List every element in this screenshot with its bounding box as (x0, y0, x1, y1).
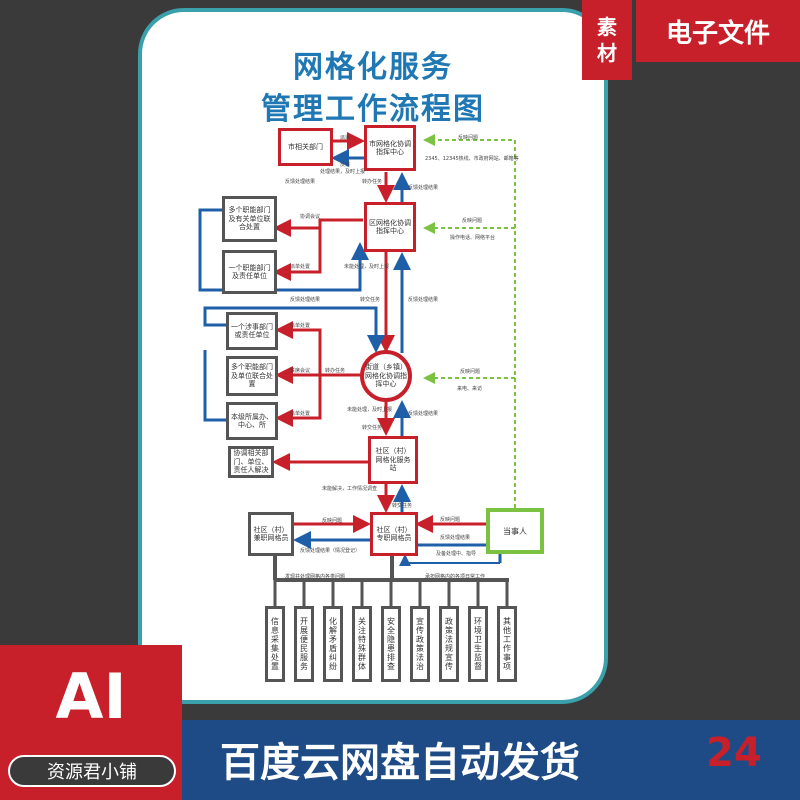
edge-label: 反馈 (340, 162, 351, 168)
edge-label: 及备处理中、指导 (436, 551, 477, 557)
node-party: 当事人 (486, 508, 544, 554)
edge-label: 反馈处理结果 (285, 179, 316, 185)
edge-label: 派遣 (340, 135, 351, 141)
edge-label: 反馈处理结果 (440, 535, 471, 541)
category-box: 其他工作事项 (497, 606, 517, 682)
edge-label: 反映问题 (460, 369, 481, 375)
edge-label: 转办任务 (325, 368, 346, 374)
edge-label: 反馈处理结果 (408, 411, 439, 417)
edge-label: 反馈处理结果 (408, 297, 439, 303)
shop-name: 资源君小铺 (8, 755, 176, 787)
category-box: 政策法规宣传 (439, 606, 459, 682)
edge-label: 反映问题 (462, 218, 483, 224)
electronic-file-tag: 电子文件 (636, 0, 800, 62)
edge-label: 操作电话、网络平台 (450, 235, 496, 241)
edge-label: 反映问题 (440, 517, 461, 523)
category-box: 安全隐患排查 (381, 606, 401, 682)
edge-label: 反馈处理结果 (408, 185, 439, 191)
node-district-center: 区网格化协调指挥中心 (364, 202, 416, 252)
node-city-center: 市网格化协调指挥中心 (364, 125, 416, 171)
node-local-office: 本级所属办、中心、所 (226, 402, 278, 440)
node-street-center: 街道（乡镇）网格化协调指挥中心 (360, 350, 412, 402)
edge-label: 联席会议 (290, 368, 311, 374)
slogan-text: 百度云网盘自动发货 (220, 740, 580, 786)
node-community-station: 社区（村）网格化服务站 (368, 436, 418, 484)
edge-label: 未能解决，工作情况调查 (322, 486, 378, 492)
category-box: 开展便民服务 (294, 606, 314, 682)
category-box: 环境卫生监督 (468, 606, 488, 682)
edge-label: 未能处理，及时上报 (344, 264, 390, 270)
poster-title-line1: 网格化服务 (293, 50, 453, 85)
category-box: 化解矛盾纠纷 (323, 606, 343, 682)
node-single-dept: 一个职能部门及责任单位 (222, 250, 277, 294)
material-tag-char2: 材 (597, 41, 617, 65)
edge-label: 2345、12345热线、市政府网站、邮箱等 (425, 156, 519, 162)
edge-label: 反映问题 (458, 135, 479, 141)
category-box: 宣传政策法治 (410, 606, 430, 682)
edge-label: 反馈处理结果（情况登记） (300, 548, 361, 554)
edge-label: 处理结果，及时上报 (320, 169, 366, 175)
node-full-time: 社区（村）专职网格员 (370, 512, 418, 556)
edge-label: 承担网格内的各项日常工作 (425, 574, 486, 580)
edge-label: 转交任务 (392, 503, 413, 509)
node-coordinate: 协调相关部门、单位、责任人解决 (228, 446, 274, 478)
edge-label: 转办任务 (362, 179, 383, 185)
edge-label: 未能处理，及时上报 (347, 407, 393, 413)
node-multi-dept-unit: 多个职能部门及单位联合处置 (226, 356, 278, 396)
edge-label: 派单处置 (290, 264, 311, 270)
edge-label: 来电、来访 (457, 386, 483, 392)
material-tag: 素 材 (582, 0, 632, 80)
edge-label: 反映问题 (322, 518, 343, 524)
edge-label: 派单处置 (290, 411, 311, 417)
edge-label: 反馈处理结果 (290, 297, 321, 303)
poster-title-line2: 管理工作流程图 (261, 92, 485, 127)
slogan-number: 24 (706, 730, 762, 776)
node-city-dept: 市相关部门 (278, 128, 333, 166)
bottom-banner (182, 720, 800, 800)
category-box: 信息采集处置 (265, 606, 285, 682)
edge-label: 协调会议 (300, 214, 321, 220)
edge-label: 转交任务 (362, 425, 383, 431)
edge-label: 发现并处理网格内各类问题 (285, 574, 346, 580)
material-tag-char1: 素 (597, 15, 617, 39)
node-part-time: 社区（村）兼职网格员 (248, 512, 294, 556)
edge-label: 派单处置 (290, 323, 311, 329)
node-one-dept-unit: 一个涉事部门或责任单位 (226, 312, 278, 350)
node-multi-dept-joint: 多个职能部门及有关单位联合处置 (222, 196, 277, 242)
category-box: 关注特殊群体 (352, 606, 372, 682)
ai-label: AI (55, 660, 127, 733)
edge-label: 转交任务 (360, 297, 381, 303)
